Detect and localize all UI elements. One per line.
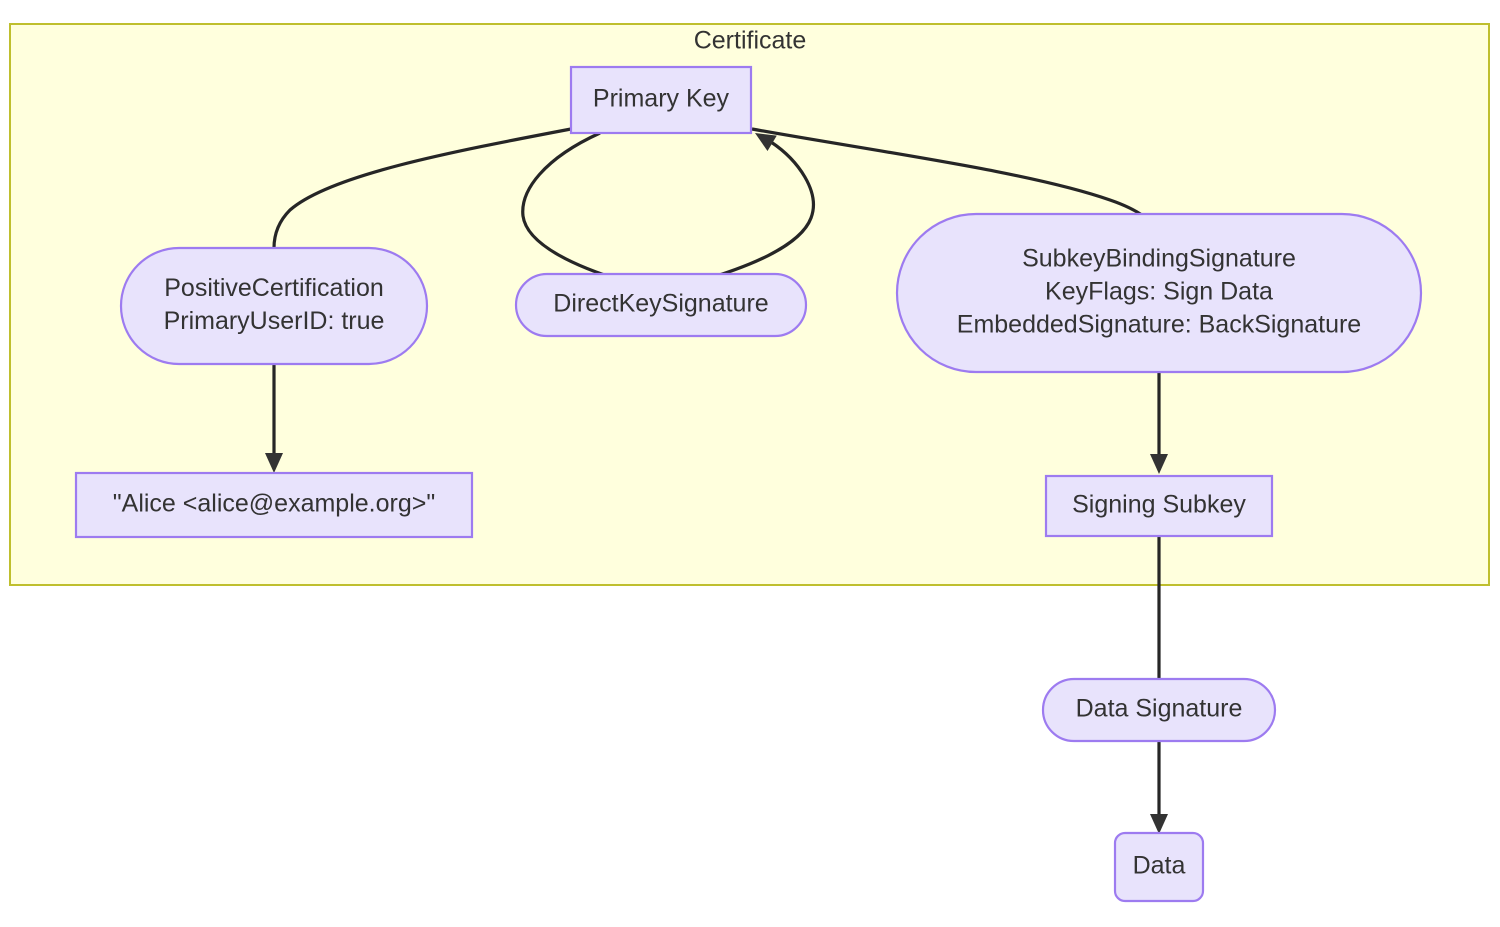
node-shape[interactable] xyxy=(895,212,1423,374)
node-label-line: PositiveCertification xyxy=(164,274,384,302)
node-shape[interactable] xyxy=(74,471,474,539)
edges-layer xyxy=(265,127,1168,834)
nodes-layer: Primary KeyPositiveCertificationPrimaryU… xyxy=(74,65,1423,903)
node-label-line: SubkeyBindingSignature xyxy=(1022,245,1296,273)
node-label-line: Data xyxy=(1133,852,1186,880)
node-primary-key[interactable]: Primary Key xyxy=(569,65,753,135)
arrowhead-icon xyxy=(1150,814,1168,834)
arrowhead-icon xyxy=(1150,454,1168,474)
node-label-line: Signing Subkey xyxy=(1072,491,1246,519)
node-label-line: PrimaryUserID: true xyxy=(164,307,385,335)
arrowhead-icon xyxy=(265,453,283,473)
edge-primarykey-directkeysignature xyxy=(521,131,624,283)
node-shape[interactable] xyxy=(1044,474,1274,538)
node-alice-userid[interactable]: "Alice <alice@example.org>" xyxy=(74,471,474,539)
node-label-line: Primary Key xyxy=(593,85,730,113)
edge-datasignature-data xyxy=(1150,741,1168,834)
edge-line xyxy=(521,131,624,283)
edge-line xyxy=(699,140,815,283)
node-signing-subkey[interactable]: Signing Subkey xyxy=(1044,474,1274,538)
node-data[interactable]: Data xyxy=(1113,831,1205,903)
node-shape[interactable] xyxy=(569,65,753,135)
node-direct-key-signature[interactable]: DirectKeySignature xyxy=(514,272,808,338)
node-shape[interactable] xyxy=(1041,677,1277,743)
node-label-line: Data Signature xyxy=(1076,695,1243,723)
node-shape[interactable] xyxy=(1113,831,1205,903)
edge-directkeysignature-primarykey xyxy=(699,133,815,283)
node-label-line: DirectKeySignature xyxy=(553,290,768,318)
node-shape[interactable] xyxy=(119,246,429,366)
arrowhead-icon xyxy=(755,133,777,152)
node-shape[interactable] xyxy=(514,272,808,338)
edge-positivecertification-alice xyxy=(265,364,283,473)
edge-line xyxy=(272,127,572,249)
node-label-line: KeyFlags: Sign Data xyxy=(1045,278,1273,306)
node-data-signature[interactable]: Data Signature xyxy=(1041,677,1277,743)
edge-primarykey-positivecertification xyxy=(272,127,572,249)
node-label-line: EmbeddedSignature: BackSignature xyxy=(957,311,1361,339)
edge-subkeybindingsignature-signingsubkey xyxy=(1150,372,1168,474)
cluster-label: Certificate xyxy=(694,27,807,55)
node-label-line: "Alice <alice@example.org>" xyxy=(113,490,435,518)
